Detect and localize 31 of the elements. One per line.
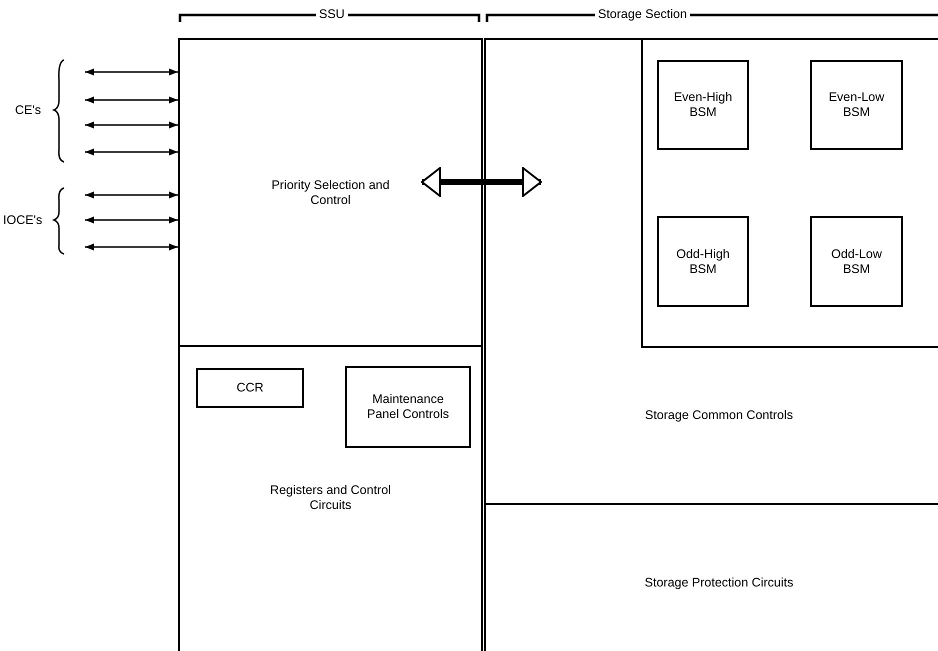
module-box: [810, 216, 903, 307]
arrow: [85, 216, 178, 224]
arrow: [85, 148, 178, 156]
block-label: Even-High BSM: [672, 90, 734, 120]
storage-block: [484, 38, 938, 505]
double-arrow: [421, 167, 542, 197]
arrow: [85, 192, 178, 198]
group-label: CE's: [14, 103, 42, 118]
section-heading: Storage Section: [595, 7, 690, 22]
control-block: [178, 345, 483, 651]
block-label: Even-Low BSM: [828, 90, 886, 120]
arrow: [85, 122, 178, 128]
control-box: [345, 366, 471, 448]
block-label: Priority Selection and Control: [270, 178, 391, 208]
block-label: Storage Protection Circuits: [644, 576, 794, 590]
module-box: [657, 60, 749, 150]
block-label: Odd-High BSM: [675, 246, 731, 276]
control-block: [178, 38, 483, 347]
arrow: [85, 96, 178, 104]
block-label: Odd-Low BSM: [830, 246, 883, 276]
module-frame: [641, 38, 938, 348]
block-label: Storage Common Controls: [645, 408, 793, 423]
register-box: [196, 368, 304, 408]
group-label: IOCE's: [2, 213, 44, 228]
arrow: [85, 244, 178, 250]
arrow: [85, 68, 178, 76]
block-label: Registers and Control Circuits: [269, 483, 392, 513]
block-label: CCR: [236, 380, 264, 396]
module-box: [657, 216, 749, 307]
block-label: Maintenance Panel Controls: [366, 392, 450, 422]
module-box: [810, 60, 903, 150]
